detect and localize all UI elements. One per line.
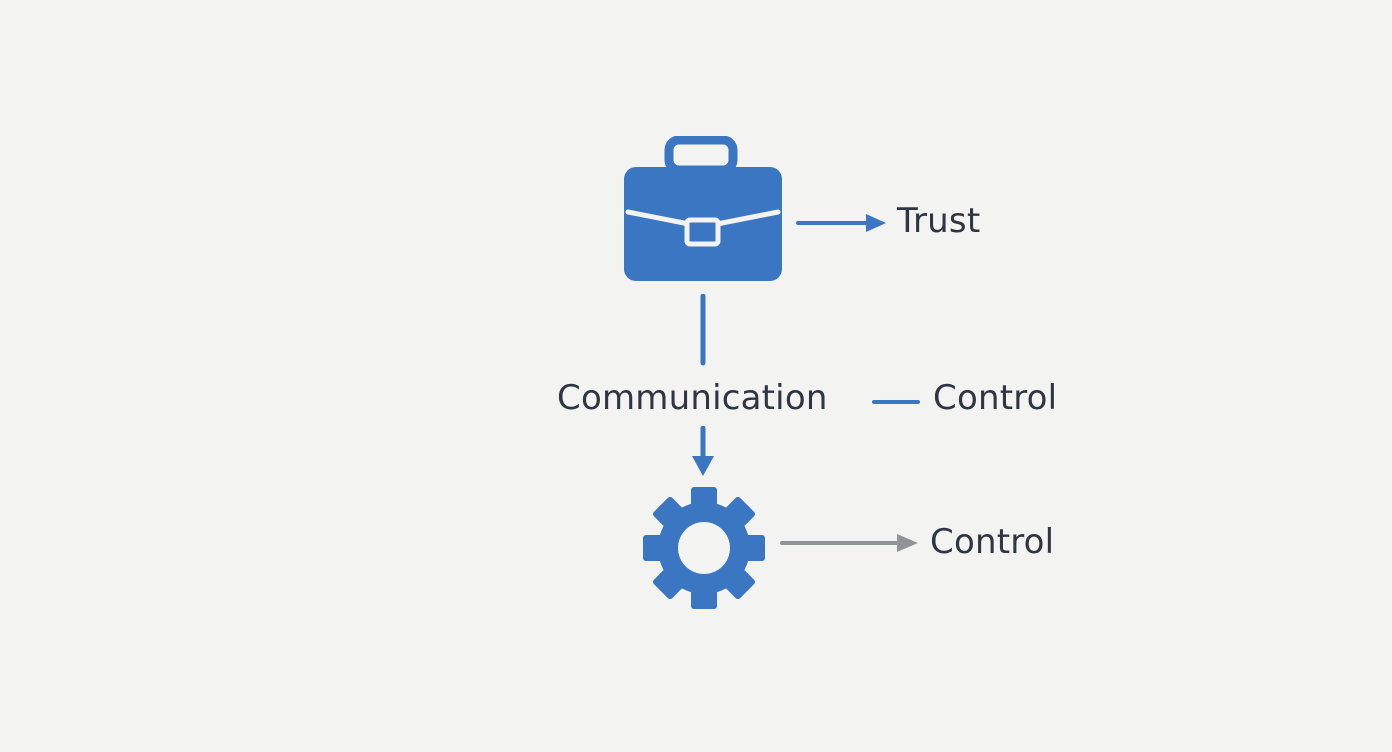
arrow-communication-to-gear <box>690 425 716 478</box>
gear-icon <box>640 484 768 612</box>
briefcase-icon <box>620 135 786 284</box>
communication-label: Communication <box>557 378 828 418</box>
arrow-briefcase-to-trust <box>796 212 888 234</box>
line-briefcase-to-communication <box>698 293 708 366</box>
arrow-gear-to-control <box>780 532 920 554</box>
line-communication-to-control <box>871 393 921 405</box>
trust-label: Trust <box>897 201 981 241</box>
control-label-secondary: Control <box>930 522 1055 562</box>
control-label-primary: Control <box>933 378 1058 418</box>
